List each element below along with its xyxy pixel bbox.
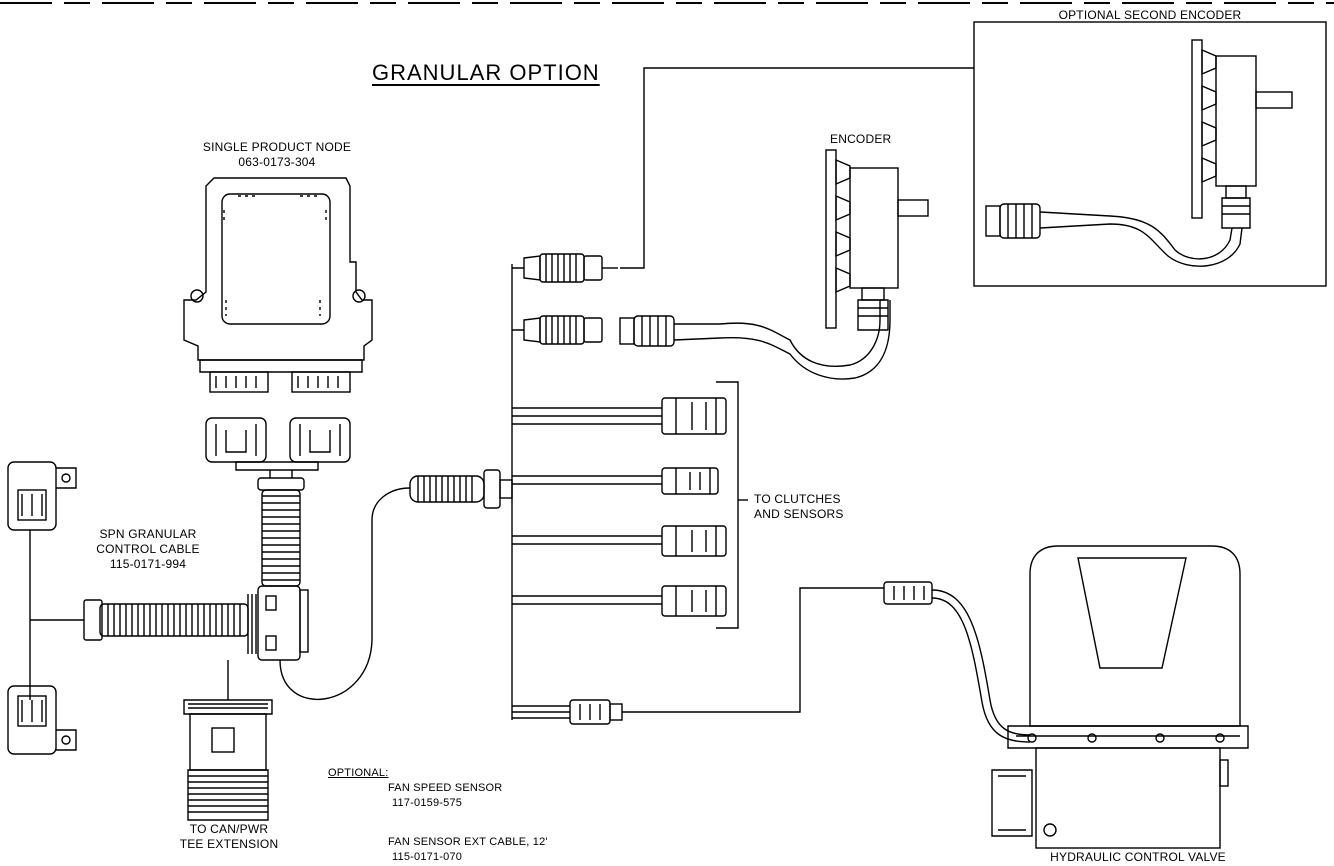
encoder-connectors [523,67,974,347]
encoder-label: ENCODER [830,132,892,146]
fan-sensor-label: FAN SPEED SENSOR [388,782,503,794]
valve-connector [569,587,884,725]
cable-part-label: 115-0171-994 [109,557,187,571]
clutch-connectors [661,381,748,629]
cable-name-label-1: SPN GRANULAR [99,527,197,541]
fan-cable-label: FAN SENSOR EXT CABLE, 12' [388,836,548,848]
hydraulic-control-valve [883,545,1249,849]
second-encoder-label: OPTIONAL SECOND ENCODER [1058,8,1242,22]
branch-trunk [511,264,662,720]
node-name-label: SINGLE PRODUCT NODE [202,140,352,154]
tee-label-1: TO CAN/PWR [189,822,269,836]
corrugated-conduit-horizontal [30,599,249,641]
diagram-title: GRANULAR OPTION [372,60,600,85]
clutches-label-2: AND SENSORS [754,507,844,521]
left-wall-connectors [7,461,77,755]
node-part-label: 063-0173-304 [238,155,316,169]
fan-sensor-part-label: 117-0159-575 [392,797,463,809]
optional-heading: OPTIONAL: [328,767,389,779]
encoder [719,149,929,380]
corrugated-conduit-vertical [261,489,301,587]
harness-node-connectors [205,417,351,491]
cable-name-label-2: CONTROL CABLE [96,542,200,556]
clutches-label-1: TO CLUTCHES [754,492,841,506]
optional-second-encoder [973,21,1327,287]
main-cable [279,469,513,700]
tee-label-2: TEE EXTENSION [179,837,279,851]
valve-label: HYDRAULIC CONTROL VALVE [1050,850,1226,864]
single-product-node [183,177,373,393]
can-pwr-tee-connector [183,660,273,821]
fan-cable-part-label: 115-0171-070 [392,851,463,863]
harness-junction [247,585,309,661]
